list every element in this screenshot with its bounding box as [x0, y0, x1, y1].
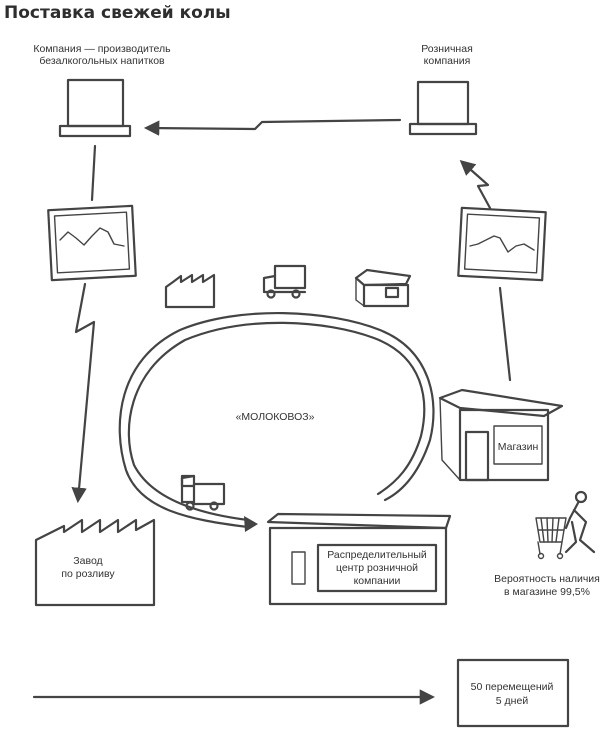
factory-small-icon [164, 273, 216, 309]
producer-computer-icon [58, 78, 132, 138]
store-label: Магазин [498, 441, 539, 453]
milk-run-loop [118, 311, 435, 532]
store-icon [438, 388, 564, 482]
bottling-plant-icon [34, 518, 156, 607]
distribution-center-line1: Распределительный [327, 549, 427, 561]
bottling-plant-line1: Завод [73, 555, 102, 567]
legend-box [456, 658, 570, 728]
info-flow-arrow-left [71, 282, 96, 504]
distribution-center-icon [266, 512, 452, 606]
distribution-center-line2: центр розничной [336, 562, 418, 574]
retail-computer-icon [408, 80, 478, 136]
legend-line2: 5 дней [496, 695, 529, 707]
milk-run-label: «МОЛОКОВОЗ» [236, 411, 315, 423]
bottling-plant-line2: по розливу [61, 568, 115, 580]
warehouse-small-icon [354, 268, 412, 308]
retail-monitor-graph [469, 235, 535, 253]
producer-monitor-graph [59, 227, 125, 247]
availability-line2: в магазине 99,5% [504, 586, 590, 598]
truck-bottom-icon [180, 474, 226, 511]
diagram-title: Поставка свежей колы [4, 3, 231, 23]
producer-to-monitor-line [90, 144, 97, 202]
info-flow-arrow-top [143, 118, 402, 136]
truck-top-icon [262, 264, 307, 299]
legend-line1: 50 перемещений [471, 681, 554, 693]
producer-label-line1: Компания — производитель [33, 43, 171, 55]
producer-label-line2: безалкогольных напитков [39, 55, 165, 67]
shopper-with-cart-icon [535, 490, 596, 560]
store-to-monitor-line [498, 286, 512, 382]
producer-monitor-icon [47, 204, 137, 282]
retail-monitor-icon [457, 206, 547, 282]
availability-line1: Вероятность наличия [494, 573, 600, 585]
info-flow-arrow-right [459, 159, 492, 210]
retail-label-line2: компания [424, 55, 471, 67]
distribution-center-line3: компании [354, 575, 401, 587]
retail-label-line1: Розничная [421, 43, 473, 55]
